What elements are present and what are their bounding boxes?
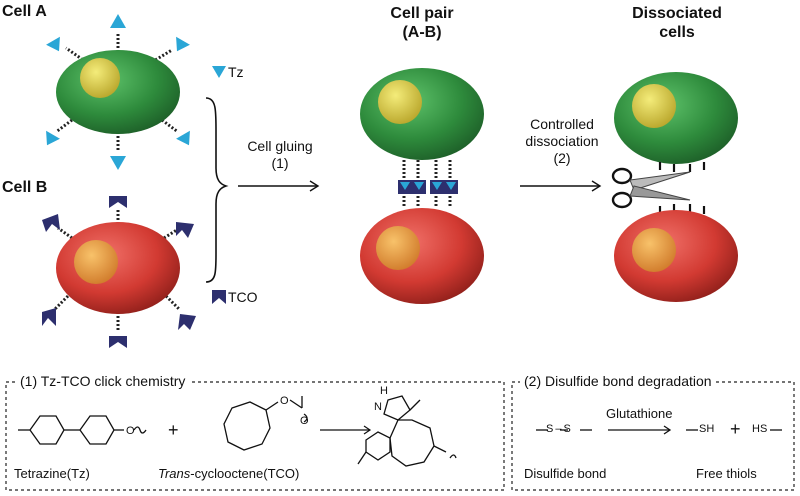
tetrazine-structure (18, 415, 147, 445)
cell-pair-line2: (A-B) (402, 24, 442, 41)
tco-label: Trans-cyclooctene(TCO) (158, 466, 299, 481)
free-thiols-label: Free thiols (696, 466, 757, 481)
dissociated-cells (614, 72, 738, 302)
grouping-brace (205, 97, 229, 283)
tetrazine-label: Tetrazine(Tz) (14, 466, 90, 481)
svg-text:N: N (374, 401, 382, 413)
dissoc-line1: Controlled (530, 116, 594, 132)
panel-click-chemistry-box (5, 381, 505, 491)
dissociation-step-label: Controlled dissociation (2) (514, 116, 610, 167)
dissoc-line2: dissociation (525, 133, 599, 149)
gluing-arrow (238, 180, 320, 192)
panel2-plus: + (730, 419, 741, 439)
dissociated-heading: Dissociated cells (612, 4, 742, 42)
click-reaction-arrow (320, 425, 372, 435)
dissociated-line2: cells (659, 24, 695, 41)
disulfide-bond-label: Disulfide bond (524, 466, 607, 481)
glutathione-label: Glutathione (606, 406, 673, 421)
tz-legend-icon (212, 66, 226, 78)
cell-pair (360, 68, 484, 304)
dissoc-line3: (2) (553, 150, 571, 166)
cell-a (46, 14, 190, 170)
tco-legend-label: TCO (228, 289, 258, 305)
tco-structure (223, 396, 308, 451)
svg-text:H: H (380, 385, 388, 397)
svg-text:O: O (300, 415, 309, 427)
thiol-sh: SH (699, 423, 715, 435)
cell-b-label: Cell B (2, 179, 48, 196)
tco-legend-icon (212, 290, 226, 304)
tco-label-rest: -cyclooctene(TCO) (190, 466, 300, 481)
cell-b (42, 196, 196, 348)
disulfide-structures (536, 425, 782, 435)
cell-pair-line1: Cell pair (390, 5, 454, 22)
gluing-step-label: Cell gluing (1) (236, 138, 324, 172)
scissors-icon (611, 167, 691, 209)
svg-text:O: O (280, 395, 289, 407)
dissociation-arrow (520, 180, 602, 192)
disulfide-ss: S–S (546, 423, 573, 435)
panel1-plus: + (168, 420, 179, 440)
panel-click-chemistry-title: (1) Tz-TCO click chemistry (16, 373, 190, 389)
tco-label-italic: Trans (158, 466, 191, 481)
tz-legend-label: Tz (228, 64, 244, 80)
cell-pair-heading: Cell pair (A-B) (362, 4, 482, 42)
gluing-line2: (1) (271, 155, 289, 171)
tetrazine-o-atom: O (126, 425, 135, 437)
dissociated-line1: Dissociated (632, 5, 722, 22)
gluing-line1: Cell gluing (247, 138, 313, 154)
panel-disulfide-title: (2) Disulfide bond degradation (520, 373, 716, 389)
thiol-hs: HS (752, 423, 768, 435)
cell-a-label: Cell A (2, 3, 47, 20)
product-structure (357, 395, 457, 467)
